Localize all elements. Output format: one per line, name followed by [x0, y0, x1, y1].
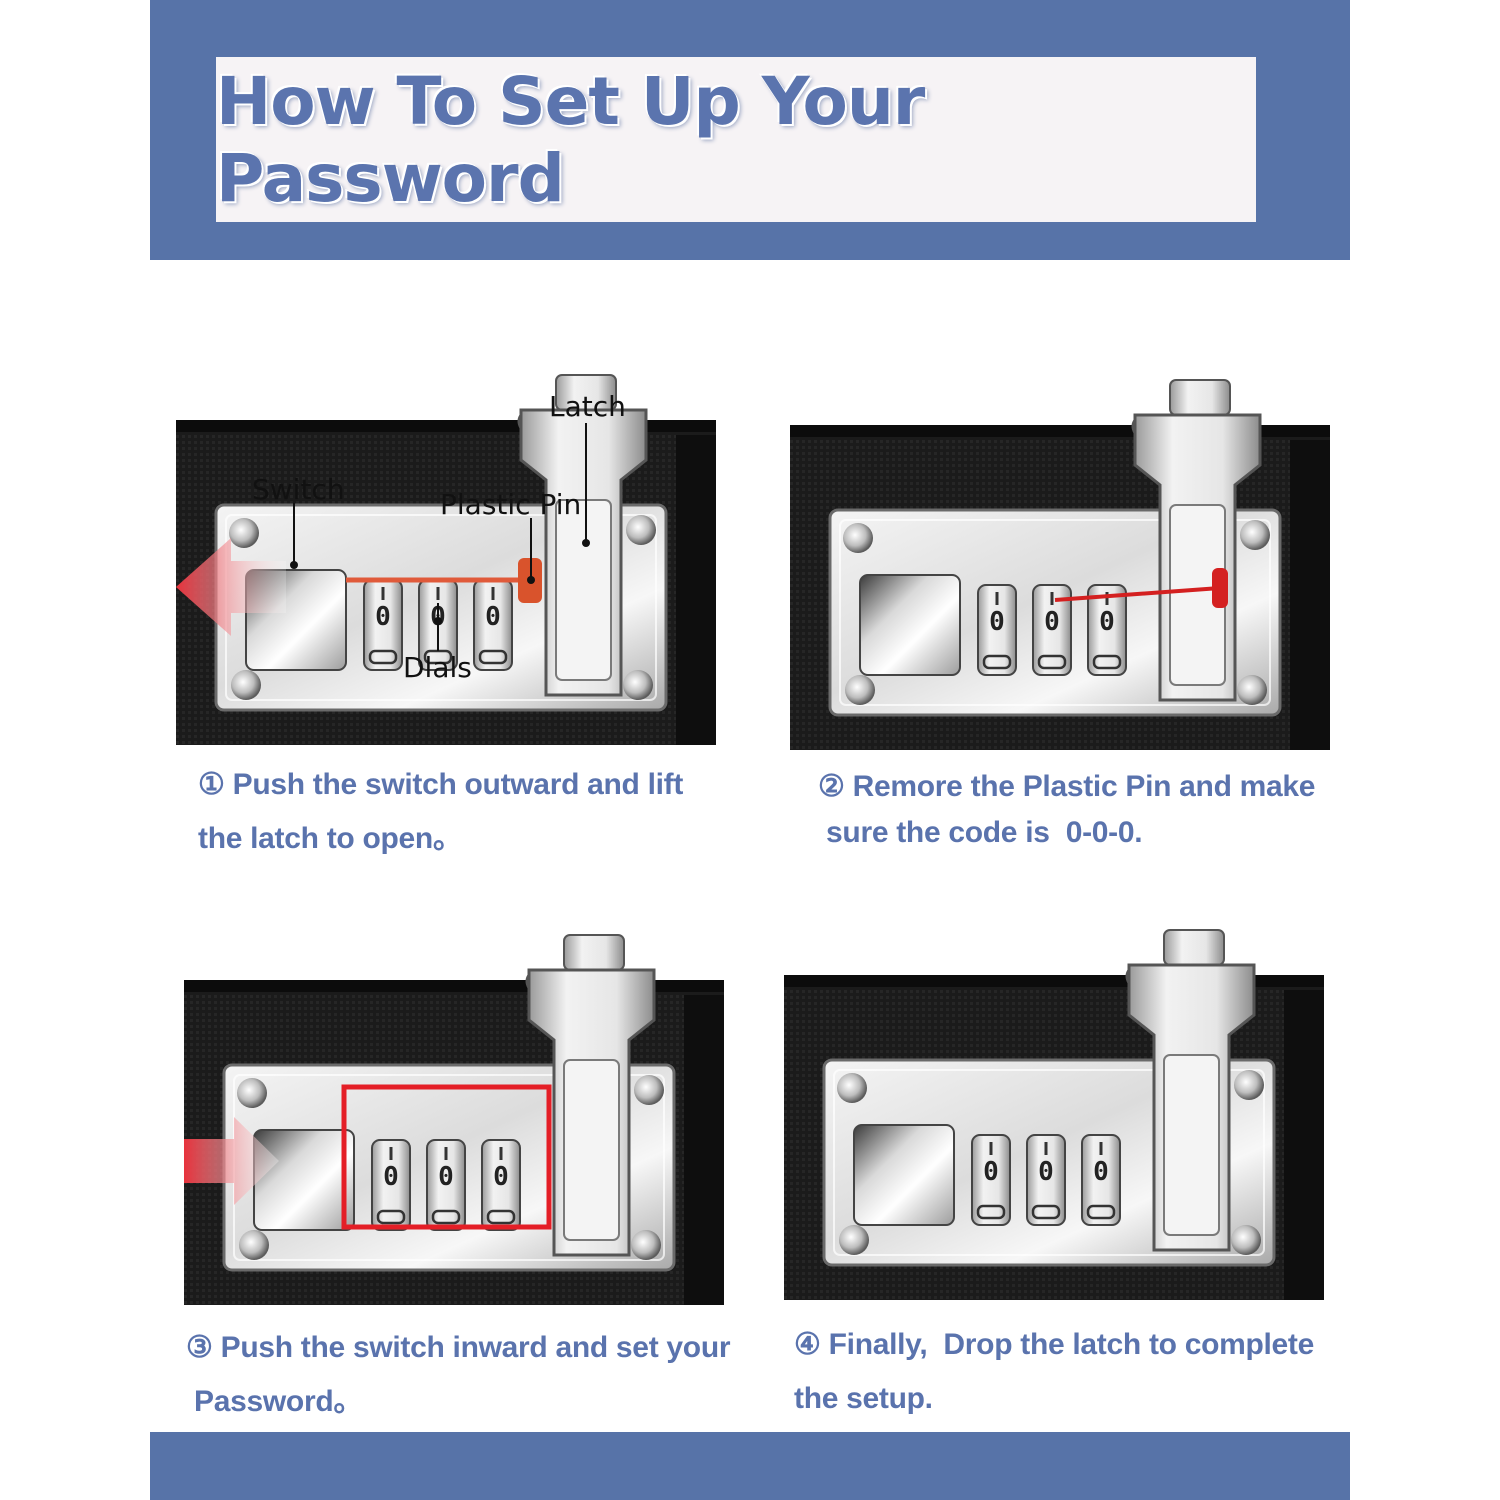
label-switch: Switch: [252, 473, 345, 506]
label-plastic-pin: Plastic Pin: [440, 488, 581, 521]
step1-caption: ① Push the switch outward and lift the l…: [198, 758, 683, 866]
step2-photo: 0 0 0: [790, 320, 1330, 752]
step3-photo: 0 0 0: [184, 877, 724, 1307]
step1-photo: 0 0 0 Latch Switch Plastic Pin Dlals: [176, 333, 716, 748]
dial-digit: 0: [383, 1162, 399, 1192]
dial-digit: 0: [1099, 607, 1115, 637]
dial-digit: 0: [1038, 1157, 1054, 1187]
arrow-inward-icon: [184, 1117, 279, 1205]
label-latch: Latch: [549, 390, 626, 423]
step4-line1: ④ Finally, Drop the latch to complete: [794, 1328, 1315, 1361]
step4-line2: the setup.: [794, 1382, 933, 1415]
dial-digit: 0: [493, 1162, 509, 1192]
step3-caption: ③ Push the switch inward and set your Pa…: [186, 1321, 731, 1429]
bottom-banner: [150, 1432, 1350, 1500]
dial-digit: 0: [989, 607, 1005, 637]
step4-photo: 0 0 0: [784, 872, 1324, 1302]
dial-digit: 0: [1044, 607, 1060, 637]
step2-line1: ② Remore the Plastic Pin and make: [818, 770, 1316, 803]
dial-digit: 0: [375, 602, 391, 632]
step3-line2: Password。: [186, 1385, 364, 1418]
step1-line1: ① Push the switch outward and lift: [198, 768, 684, 801]
step2-line2: sure the code is 0-0-0.: [818, 816, 1143, 849]
label-dials: Dlals: [403, 651, 472, 684]
step2-caption: ② Remore the Plastic Pin and make sure t…: [818, 764, 1315, 856]
page-title: How To Set Up Your Password: [216, 62, 925, 217]
dial-digit: 0: [485, 602, 501, 632]
title-box: How To Set Up Your Password: [216, 57, 1256, 222]
plastic-pin: [1212, 568, 1228, 608]
dial-digit: 0: [1093, 1157, 1109, 1187]
dials-highlight-box: [341, 1084, 552, 1230]
step3-line1: ③ Push the switch inward and set your: [186, 1331, 731, 1364]
dial-digit: 0: [983, 1157, 999, 1187]
dial-digit: 0: [438, 1162, 454, 1192]
arrow-outward-icon: [176, 538, 286, 636]
step1-line2: the latch to open。: [198, 822, 463, 855]
step4-caption: ④ Finally, Drop the latch to complete th…: [794, 1318, 1314, 1426]
